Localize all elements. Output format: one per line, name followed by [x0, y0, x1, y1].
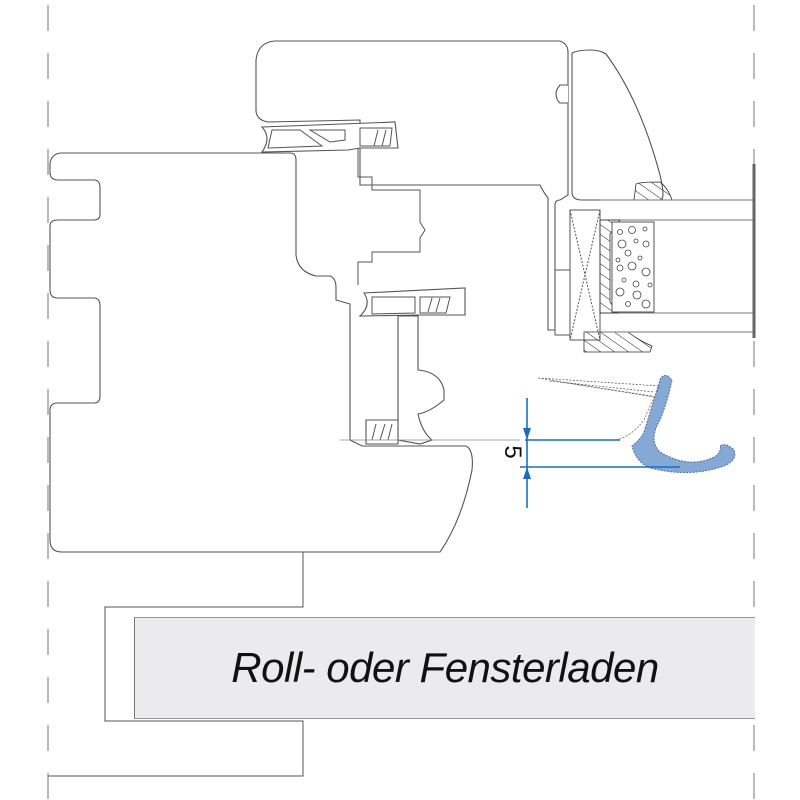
bead-edge-curve: [615, 385, 661, 441]
dimension-label: 5: [499, 445, 526, 459]
drip-seal: [631, 375, 736, 474]
shutter-label-box: Roll- oder Fensterladen: [134, 617, 755, 719]
lower-hatch: [583, 331, 653, 353]
bead-nub: [555, 84, 568, 104]
spacer-hatch: [599, 219, 621, 314]
shutter-recess-outline: [48, 552, 304, 777]
frame-profile: [49, 152, 473, 553]
setting-block-cross: [569, 209, 601, 341]
screw: [537, 377, 661, 399]
bead-hatch: [633, 181, 673, 201]
sash-profile: [255, 40, 569, 331]
shutter-label: Roll- oder Fensterladen: [231, 644, 659, 691]
sash-rebate-profile: [357, 148, 426, 285]
sash-lower-leg: [397, 315, 445, 445]
glazing-bead: [571, 49, 664, 201]
dimension-5mm: [340, 398, 680, 508]
rebate-step: [554, 269, 571, 336]
middle-gasket: [358, 287, 466, 317]
spacer-desiccant: [611, 221, 655, 313]
desiccant-dots: [615, 226, 653, 309]
